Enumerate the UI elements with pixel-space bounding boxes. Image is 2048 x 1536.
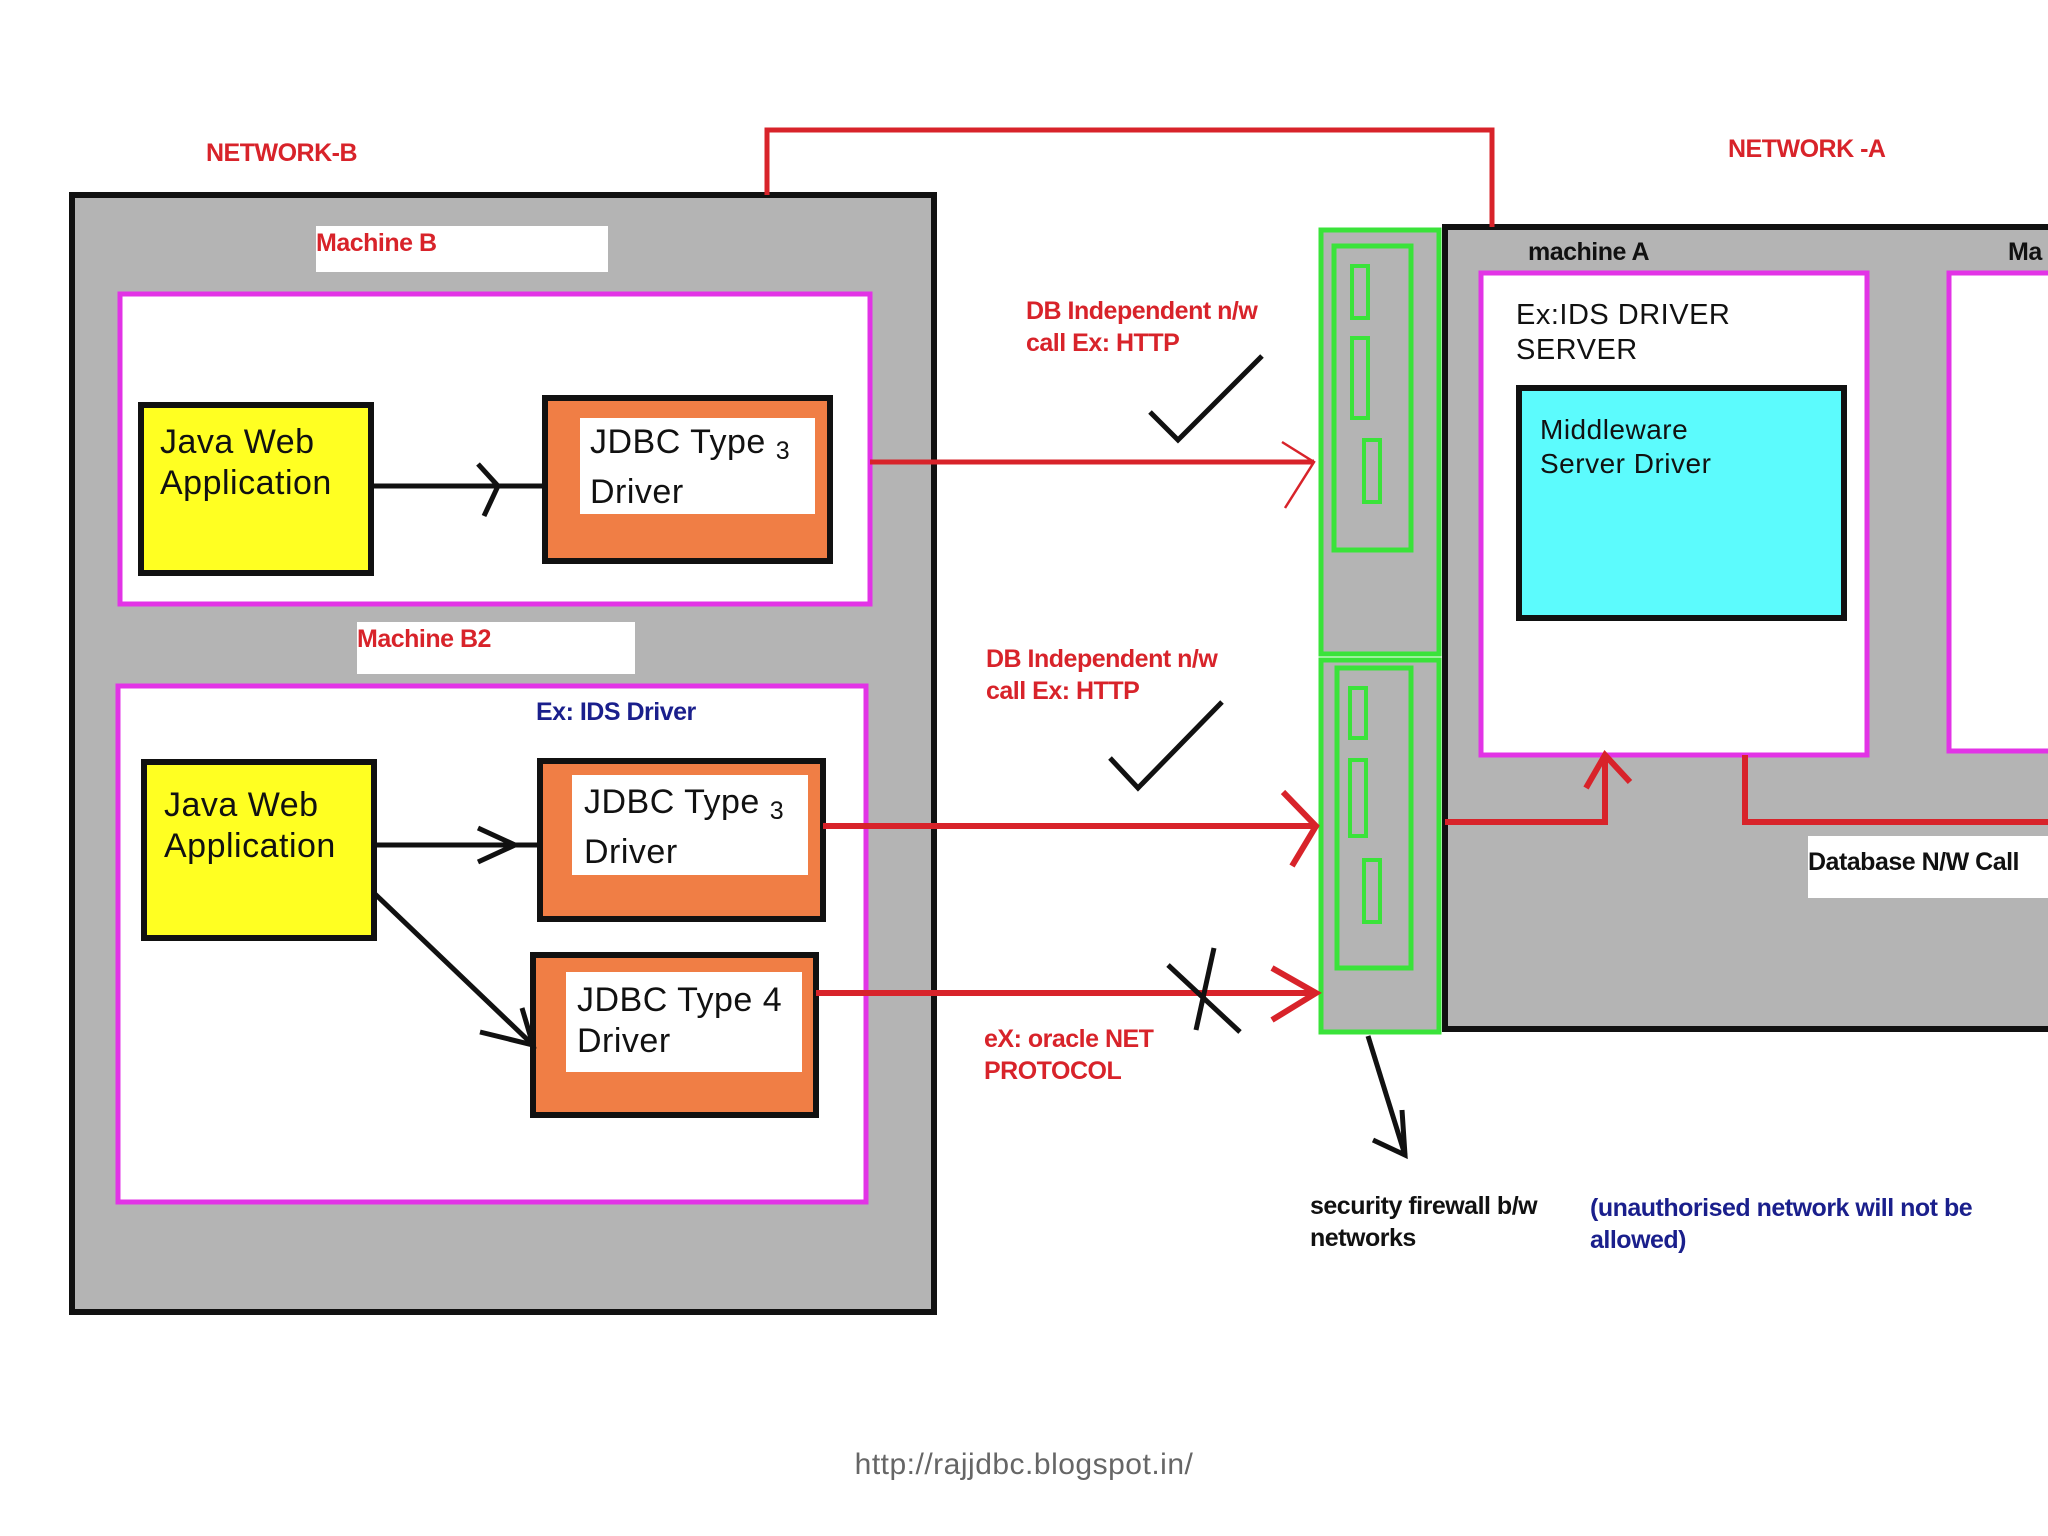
firewall-slot <box>1362 438 1382 504</box>
driver-line1: JDBC Type 4 <box>577 981 783 1019</box>
driver-line2: Driver <box>577 1022 671 1060</box>
top-call-label: DB Independent n/w call Ex: HTTP <box>1026 295 1258 359</box>
firewall-pointer-arrowhead <box>1371 1109 1408 1160</box>
app-to-type4-arrowhead-b2 <box>479 1007 537 1049</box>
machine-b2-type4-inner <box>566 972 802 1072</box>
footer-url[interactable]: http://rajjdbc.blogspot.in/ <box>854 1448 1194 1481</box>
b2-type3-http-arrowhead <box>1280 789 1320 868</box>
allowed-check-icon <box>1108 700 1224 792</box>
app-line2: Application <box>160 464 332 502</box>
machine-a-label: machine A <box>1528 238 1650 266</box>
driver-line2: Driver <box>584 833 678 871</box>
firewall-slot <box>1350 336 1370 420</box>
firewall-slot <box>1348 758 1368 838</box>
driver-type-sub: 3 <box>769 797 785 825</box>
machine-b2-type3-inner <box>572 775 808 875</box>
middleware-line2: Server Driver <box>1540 448 1712 479</box>
app-to-type3-arrowhead-b2 <box>476 825 521 865</box>
machine-b2-app-box[interactable] <box>141 759 377 941</box>
machine-b-label-strip <box>316 226 608 272</box>
db-call-label: Database N/W Call <box>1808 848 2020 876</box>
machine-b-app-text: Java Web Application <box>160 422 370 504</box>
firewall-to-machine-a-arrowhead <box>1583 749 1633 790</box>
machine-b2-label-strip <box>357 622 635 674</box>
driver-type-text: JDBC Type <box>584 783 760 821</box>
allowed-check-icon <box>1148 354 1264 444</box>
firewall-slot <box>1348 686 1368 740</box>
ids-server-text: Ex:IDS DRIVER SERVER <box>1516 298 1836 368</box>
machine-b2-app-text: Java Web Application <box>164 785 374 867</box>
note-line1: (unauthorised network will not be <box>1590 1194 1973 1222</box>
middleware-text: Middleware Server Driver <box>1540 413 1830 481</box>
firewall-to-machine-a-line <box>1445 760 1608 825</box>
firewall-slot <box>1362 858 1382 924</box>
driver-line1: JDBC Type 3 <box>590 422 830 472</box>
app-to-driver-arrowhead-b <box>476 462 501 518</box>
firewall-slot <box>1350 264 1370 320</box>
firewall-lower-inner <box>1334 665 1414 971</box>
network-a-label: NETWORK -A <box>1728 135 1886 163</box>
firewall-pointer-arrow <box>1365 1035 1408 1156</box>
app-line1: Java Web <box>160 423 315 461</box>
call-line2: call Ex: HTTP <box>1026 329 1180 357</box>
firewall-line1: security firewall b/w <box>1310 1192 1538 1220</box>
machine-b2-type3-text: JDBC Type 3 Driver <box>584 782 824 873</box>
machine-cut-box <box>1946 270 2048 754</box>
firewall-line2: networks <box>1310 1224 1416 1252</box>
server-line2: SERVER <box>1516 334 1638 366</box>
firewall-label: security firewall b/w networks <box>1310 1190 1538 1254</box>
machine-b-app-box[interactable] <box>138 402 374 576</box>
call-line2: PROTOCOL <box>984 1057 1122 1085</box>
middleware-line1: Middleware <box>1540 414 1689 445</box>
driver-line2: Driver <box>590 473 684 511</box>
middleware-driver-box[interactable] <box>1516 385 1847 621</box>
machine-b-driver-inner <box>580 418 815 514</box>
type3-http-arrowhead <box>1281 440 1316 509</box>
app-line2: Application <box>164 827 336 865</box>
blocked-cross-icon <box>1193 947 1217 1031</box>
unauthorised-note: (unauthorised network will not be allowe… <box>1590 1192 1973 1256</box>
driver-line1: JDBC Type 3 <box>584 782 824 832</box>
app-to-type4-arrow-b2 <box>372 891 535 1047</box>
call-line1: DB Independent n/w <box>986 645 1218 673</box>
app-line1: Java Web <box>164 786 319 824</box>
machine-b2-note: Ex: IDS Driver <box>536 698 696 726</box>
machine-b-driver-text: JDBC Type 3 Driver <box>590 422 830 513</box>
db-call-label-strip <box>1808 836 2048 898</box>
machine-b2-label: Machine B2 <box>357 625 491 653</box>
mid-call-label: DB Independent n/w call Ex: HTTP <box>986 643 1218 707</box>
call-line1: DB Independent n/w <box>1026 297 1258 325</box>
call-line2: call Ex: HTTP <box>986 677 1140 705</box>
native-call-label: eX: oracle NET PROTOCOL <box>984 1023 1154 1087</box>
database-call-line <box>1742 755 2048 825</box>
machine-b-label: Machine B <box>316 229 437 257</box>
type4-native-arrowhead <box>1270 965 1322 1023</box>
server-line1: Ex:IDS DRIVER <box>1516 299 1731 331</box>
network-b-label: NETWORK-B <box>206 139 358 167</box>
machine-cut-label: Ma <box>2008 238 2042 266</box>
driver-type-sub: 3 <box>775 437 791 465</box>
network-link-line <box>764 127 1495 227</box>
call-line1: eX: oracle NET <box>984 1025 1154 1053</box>
note-line2: allowed) <box>1590 1226 1687 1254</box>
machine-b2-type4-text: JDBC Type 4 Driver <box>577 980 817 1062</box>
firewall-upper-inner <box>1331 243 1414 553</box>
driver-type-text: JDBC Type <box>590 423 766 461</box>
